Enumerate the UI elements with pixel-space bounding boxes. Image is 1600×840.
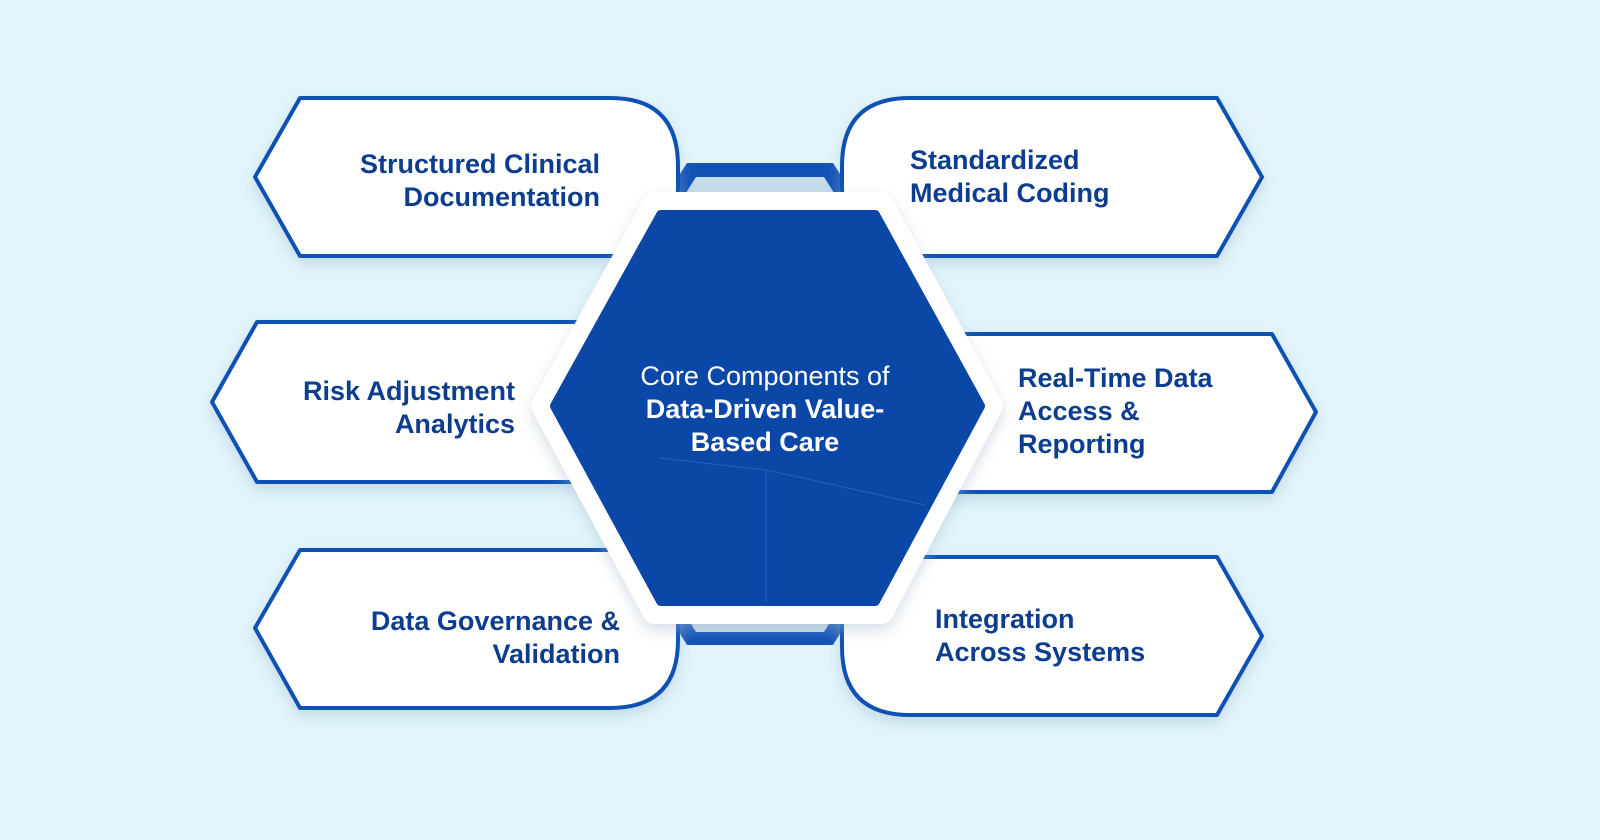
label-line: Data Governance &: [370, 606, 620, 636]
center-divider-right: [765, 469, 926, 506]
center-title-line-1: Core Components of: [640, 361, 890, 391]
label-line: Risk Adjustment: [302, 376, 515, 406]
label-integration-across-systems: Integration Across Systems: [935, 603, 1145, 669]
label-real-time-data-access-reporting: Real-Time Data Access & Reporting: [1018, 362, 1213, 461]
label-line: Across Systems: [935, 637, 1146, 667]
center-hexagon-fill: [550, 210, 985, 606]
label-line: Analytics: [394, 409, 515, 439]
label-line: Validation: [492, 639, 620, 669]
label-risk-adjustment-analytics: Risk Adjustment Analytics: [303, 375, 515, 441]
label-line: Reporting: [1018, 429, 1146, 459]
label-line: Standardized: [910, 145, 1080, 175]
center-title-line-2: Data-Driven Value-: [645, 394, 885, 424]
label-line: Documentation: [403, 182, 600, 212]
label-line: Real-Time Data: [1018, 363, 1213, 393]
center-title: Core Components of Data-Driven Value- Ba…: [560, 360, 970, 459]
label-line: Structured Clinical: [359, 149, 600, 179]
label-line: Access &: [1018, 396, 1140, 426]
center-divider-left: [659, 457, 767, 471]
center-title-line-3: Based Care: [690, 427, 840, 457]
label-line: Integration: [935, 604, 1075, 634]
center-hexagon: [531, 192, 1003, 624]
label-data-governance-validation: Data Governance & Validation: [371, 605, 620, 671]
label-standardized-medical-coding: Standardized Medical Coding: [910, 144, 1110, 210]
label-structured-clinical-documentation: Structured Clinical Documentation: [360, 148, 600, 214]
label-line: Medical Coding: [910, 178, 1110, 208]
